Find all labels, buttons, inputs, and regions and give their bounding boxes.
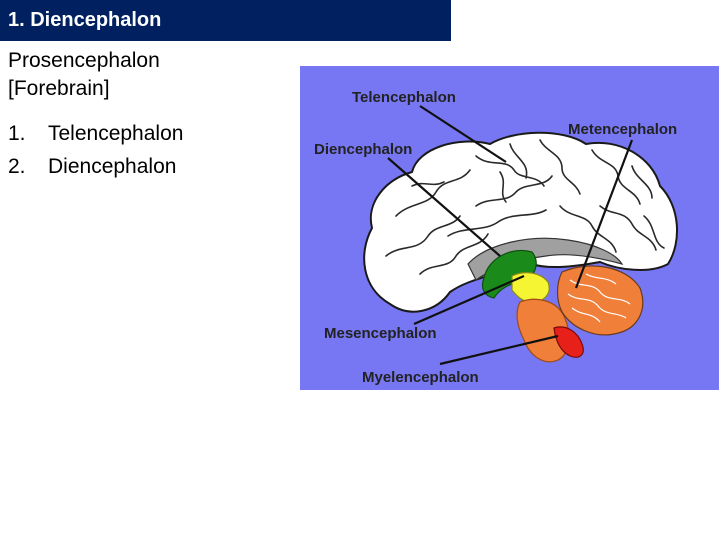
label-metencephalon: Metencephalon (568, 121, 677, 138)
label-diencephalon: Diencephalon (314, 141, 412, 158)
division-list: 1. Telencephalon 2. Diencephalon (8, 117, 288, 183)
slide-title: 1. Diencephalon (0, 0, 451, 41)
list-number: 1. (8, 122, 26, 145)
cerebellum-folia (567, 273, 631, 323)
list-text: Diencephalon (48, 155, 177, 178)
brain-diagram-svg: Telencephalon Metencephalon Diencephalon… (314, 89, 678, 386)
cerebellum-region (556, 265, 644, 336)
list-item: 1. Telencephalon (8, 117, 288, 150)
cerebrum-sulci (385, 139, 665, 275)
list-number: 2. (8, 155, 26, 178)
mesencephalon-region (511, 272, 550, 303)
pons-region (516, 298, 570, 363)
body-text: Prosencephalon [Forebrain] 1. Telencepha… (8, 47, 288, 183)
label-myelencephalon: Myelencephalon (362, 369, 479, 386)
text-line-forebrain: [Forebrain] (8, 77, 110, 100)
label-telencephalon: Telencephalon (352, 89, 456, 106)
text-line-prosencephalon: Prosencephalon (8, 49, 160, 72)
brain-diagram: Telencephalon Metencephalon Diencephalon… (300, 66, 719, 390)
list-item: 2. Diencephalon (8, 150, 288, 183)
leader-lines (387, 105, 634, 366)
list-text: Telencephalon (48, 122, 184, 145)
myelencephalon-region (553, 326, 584, 358)
label-mesencephalon: Mesencephalon (324, 325, 437, 342)
